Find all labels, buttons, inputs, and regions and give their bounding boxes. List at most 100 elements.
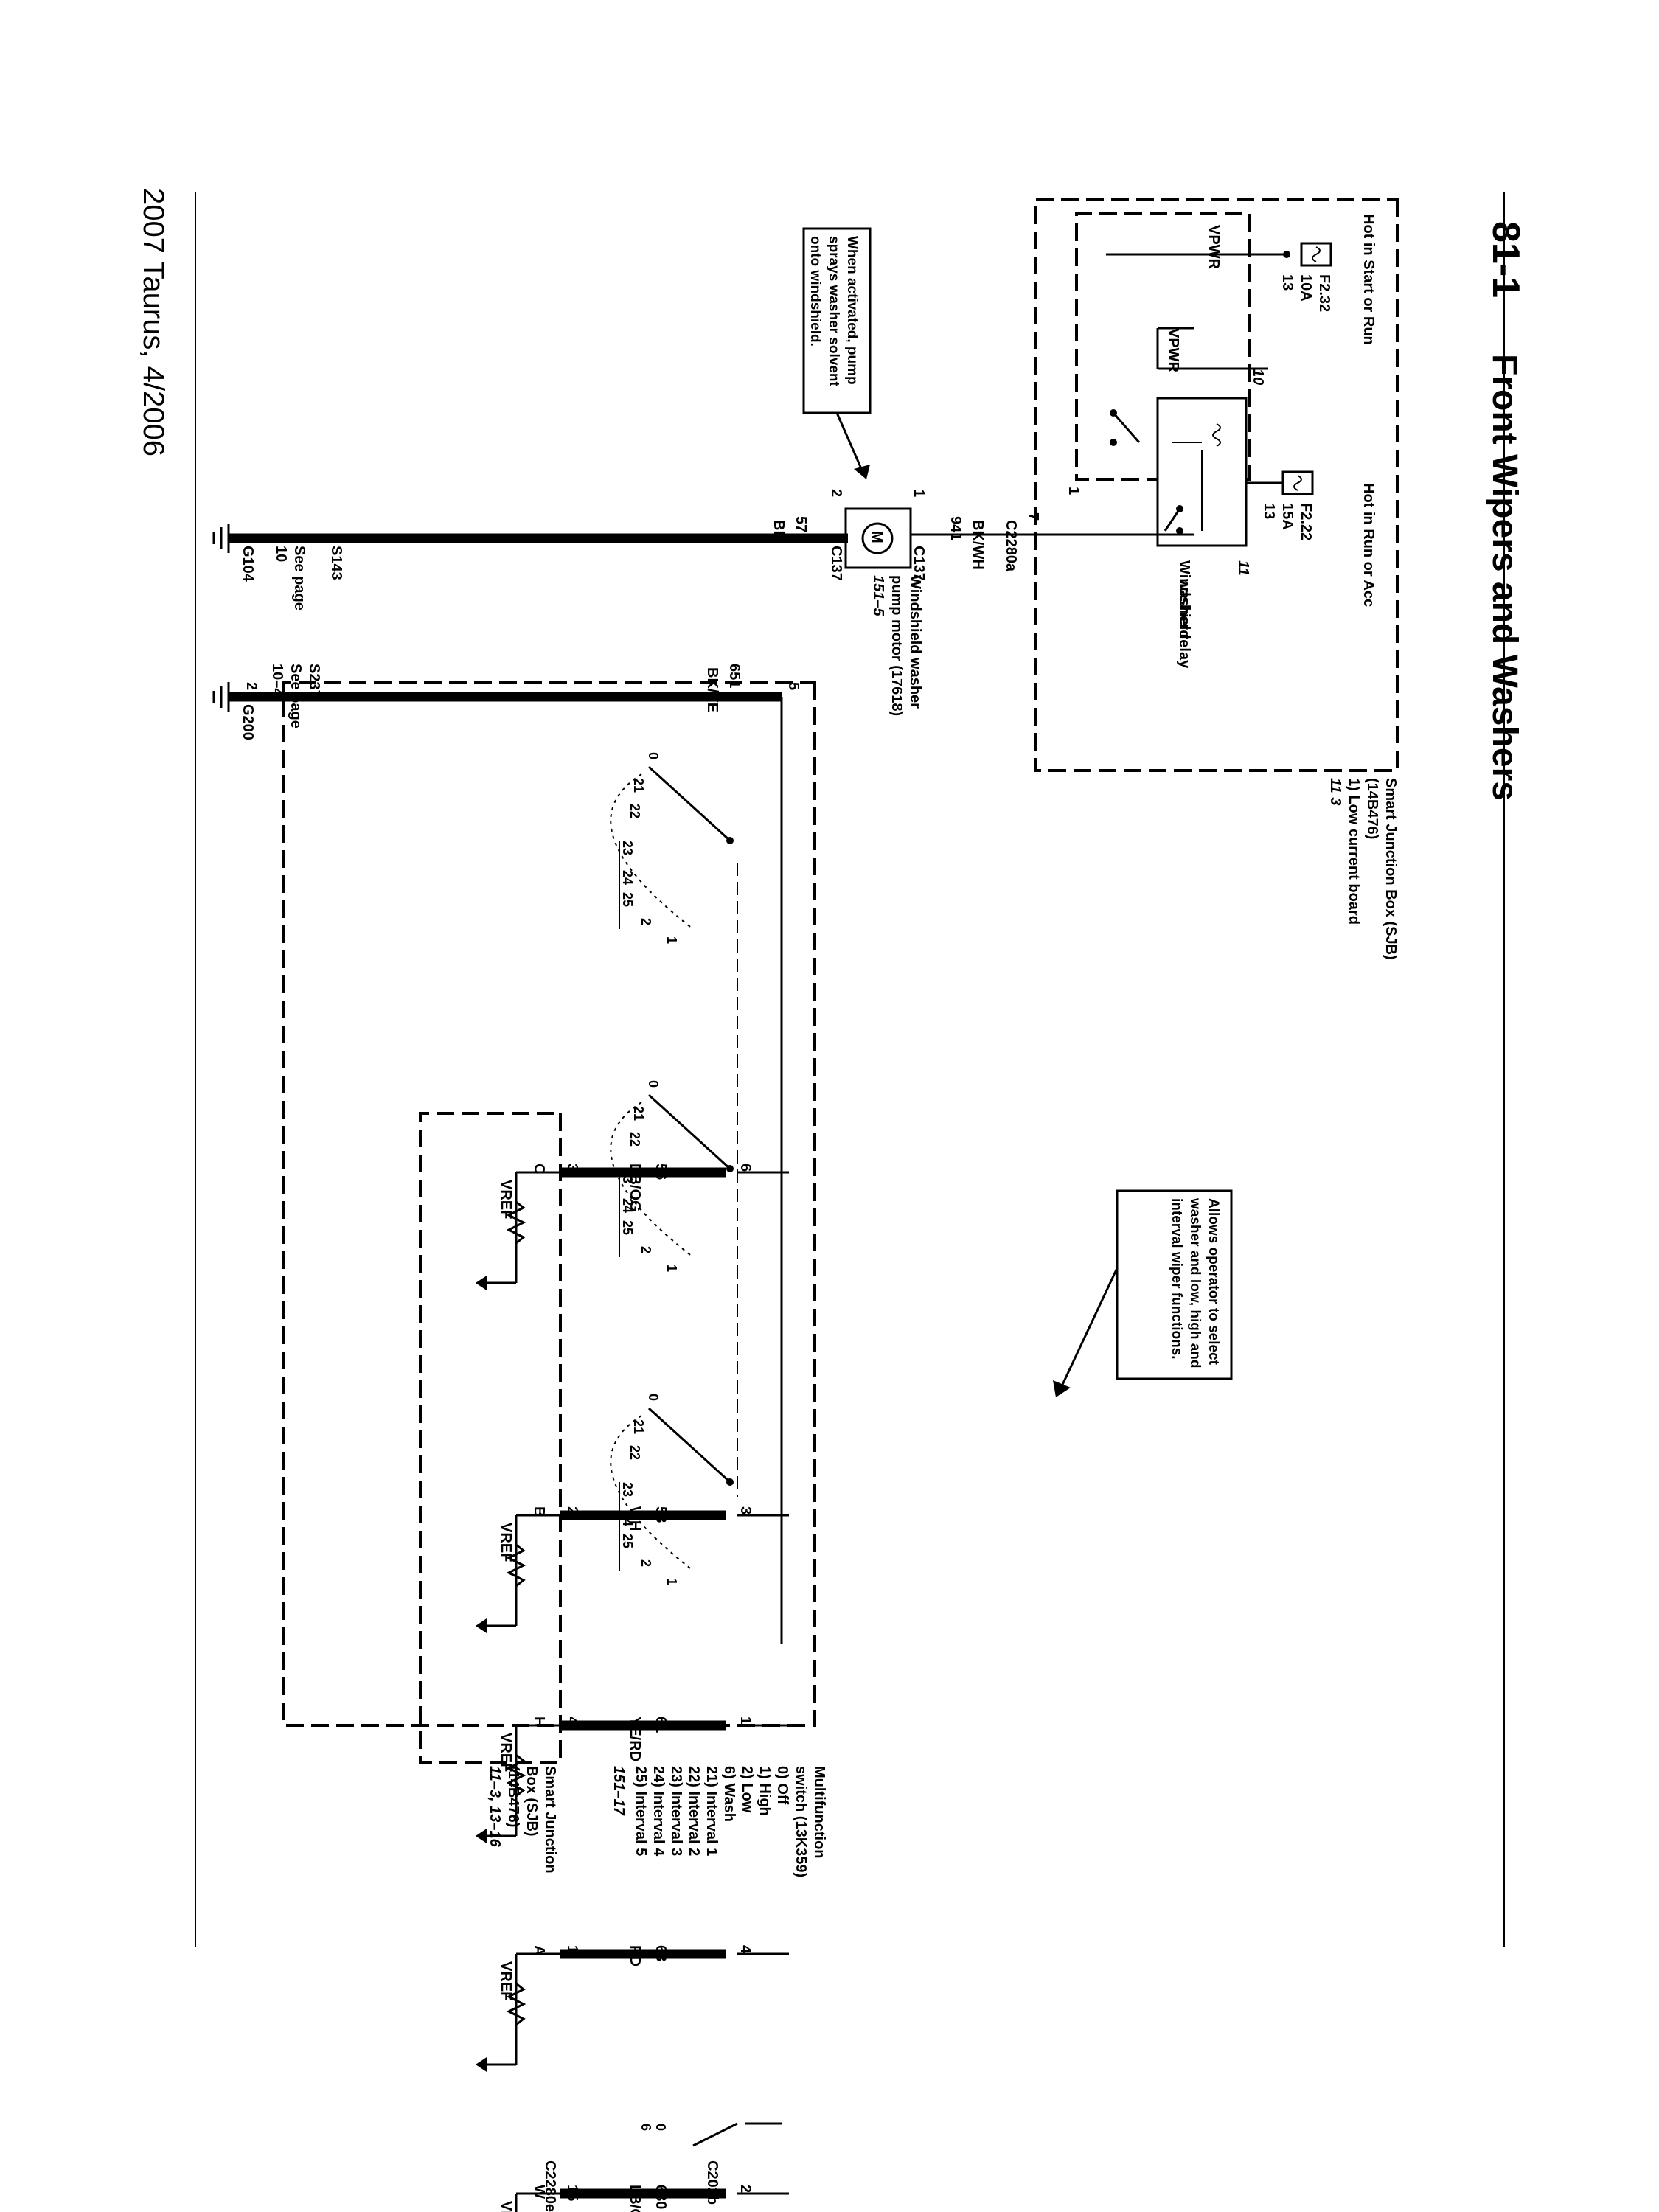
page-number: 81-1 [1484, 221, 1527, 298]
circuit-4-resistor-icon [506, 1982, 526, 2026]
fuse-f222-pin: 13 [1261, 503, 1277, 519]
mf-position-1: 1) High [757, 1766, 773, 1816]
circuit-2-vref-icon [476, 1618, 487, 1633]
switch-blade-pivot-1 [726, 837, 734, 844]
circuit-1-vref: VREF [498, 1180, 514, 1219]
s143-label: S143 [328, 546, 344, 580]
switch-blade-2 [647, 1093, 731, 1170]
switch-note-box [1116, 1189, 1233, 1380]
pump-label-2: pump motor (17618) [888, 575, 905, 716]
fuse-f222-name: F2.22 [1298, 503, 1314, 540]
s143-see-2: 10 [273, 546, 289, 562]
splice-s143-node [306, 535, 313, 542]
switch-note-arrow [1060, 1267, 1119, 1387]
mf-position-6: 23) Interval 3 [668, 1766, 684, 1856]
switch-1-contact-label: 24 [620, 870, 635, 885]
circuit-2-number: 58 [653, 1506, 669, 1523]
fuse-f232-pin: 13 [1279, 274, 1295, 291]
pump-note-3: onto windshield. [807, 236, 823, 347]
pump-pin-2: 2 [828, 489, 844, 497]
c2280a-pin-7: 7 [1025, 512, 1041, 521]
switch-contacts-arc-3 [610, 1415, 694, 1571]
circuit-1-sjb-letter: C [531, 1164, 547, 1174]
circuit-1-sjb-pin: 3 [564, 1164, 580, 1172]
s143-see-1: See page [291, 546, 307, 611]
switch-blade-1 [647, 765, 731, 842]
s237-see-2: 10–4 [269, 664, 285, 697]
circuit-3-sjb-pin: 4 [564, 1717, 580, 1725]
switch-note-2: washer and low, high and [1187, 1197, 1203, 1368]
wire-bk-label: BK [771, 520, 787, 541]
circuit-2-resistor-icon [506, 1543, 526, 1587]
circuit-5-number: 680 [653, 2185, 669, 2209]
switch-blade-pivot-2 [726, 1165, 734, 1172]
circuit-2-switch-pin: 3 [737, 1506, 754, 1514]
relay-label-1: Windshield [1176, 560, 1192, 639]
vpwr-switch-pivot [1110, 409, 1117, 417]
wire-651-label: 651 [726, 664, 742, 688]
circuit-4-sjb-letter: A [531, 1945, 547, 1955]
switch-blade-pivot-3 [726, 1478, 734, 1486]
fuse-f232-element [1312, 246, 1321, 262]
switch-2-contact-label: 25 [620, 1220, 635, 1235]
switch-1-contact-label: 0 [646, 752, 661, 759]
wire-bkye-label: BK/YE [704, 667, 720, 712]
vpwr-switch-blade [1112, 412, 1141, 443]
sw-pin-5: 5 [785, 682, 801, 690]
switch-2-contact-label: 22 [627, 1132, 642, 1147]
circuit-3-switch-pin: 1 [737, 1717, 754, 1725]
switch-1-contact-label: 1 [664, 936, 679, 944]
relay-label-2: washer relay [1176, 578, 1192, 669]
switch-1-contact-label: 25 [620, 892, 635, 907]
s237-label: S237 [306, 664, 322, 698]
hot-in-start-run: Hot in Start or Run [1360, 214, 1377, 345]
switch-1-contact-label: 22 [627, 804, 642, 818]
pump-note-arrow [835, 412, 864, 473]
switch-1-contact-label: 2 [639, 918, 653, 925]
mf-position-3: 6) Wash [721, 1766, 737, 1822]
switch-1-contact-label: 21 [631, 778, 646, 793]
relay-contact [1164, 508, 1181, 532]
multifunction-switch-boundary [282, 681, 816, 1727]
switch-2-contact-label: 1 [664, 1265, 679, 1272]
switch-3-contact-label: 0 [646, 1394, 661, 1401]
hot-in-run-acc: Hot in Run or Acc [1360, 483, 1377, 607]
s237-pin-2: 2 [243, 682, 260, 690]
mf-position-8: 25) Interval 5 [633, 1766, 649, 1856]
relay-pin-1: 1 [1065, 487, 1082, 495]
circuit-3-sjb-letter: H [531, 1717, 547, 1727]
pump-pin-1: 1 [911, 489, 927, 497]
switch-3-contact-label: 23 [620, 1482, 635, 1497]
sjb-bottom-4: 11–3, 13–16 [487, 1766, 503, 1848]
c202b-label: C202b [704, 2160, 720, 2205]
circuit-5-switch-pin: 2 [737, 2185, 754, 2193]
switch-wash-blade [692, 2122, 738, 2147]
switch-2-contact-label: 24 [620, 1198, 635, 1213]
fuse-f232-rating: 10A [1298, 274, 1314, 302]
circuit-4-sjb-pin: 1 [564, 1945, 580, 1953]
pump-note-arrowhead [854, 465, 870, 479]
switch-wash-contact-0: 0 [653, 2124, 668, 2131]
circuit-4-vref-icon [476, 2057, 487, 2072]
circuit-5-color: LB/OG [627, 2185, 643, 2212]
relay-contact-pivot [1176, 505, 1183, 512]
vpwr-label-1: VPWR [1206, 225, 1222, 270]
circuit-3-color: YE/RD [627, 1717, 643, 1761]
sjb-bottom-2: Box (SJB) [524, 1766, 540, 1837]
switch-3-contact-label: 22 [627, 1445, 642, 1460]
switch-note-3: interval wiper functions. [1169, 1198, 1184, 1360]
mf-title-1: Multifunction [811, 1766, 827, 1859]
mf-position-2: 2) Low [739, 1766, 755, 1813]
c137-label-b: C137 [828, 546, 844, 581]
mf-position-5: 22) Interval 2 [686, 1766, 702, 1856]
switch-1-contact-label: 23 [620, 841, 635, 855]
vpwr-label-2: VPWR [1165, 328, 1181, 373]
switch-2-contact-label: 2 [639, 1246, 653, 1253]
mf-position-7: 24) Interval 4 [650, 1766, 667, 1857]
g104-label: G104 [240, 546, 256, 582]
fuse-f232-name: F2.32 [1316, 274, 1332, 312]
pump-note-1: When activated, pump [844, 236, 860, 385]
c2280e-label: C2280e [542, 2160, 558, 2212]
mf-position-4: 21) Interval 1 [703, 1766, 720, 1856]
mf-position-0: 0) Off [774, 1766, 790, 1805]
